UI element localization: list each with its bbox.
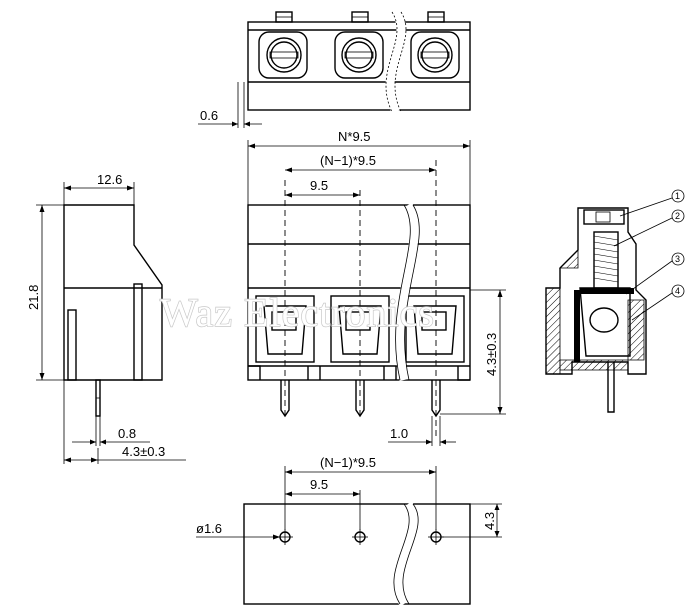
dim-pin-thickness: 1.0 xyxy=(390,426,408,441)
dim-pin-length: 4.3±0.3 xyxy=(484,333,499,376)
dim-top-offset: 0.6 xyxy=(200,108,218,123)
side-view: 12.6 21.8 0.8 4.3±0.3 xyxy=(26,172,186,464)
cross-section: 1 2 3 4 xyxy=(545,189,685,413)
svg-text:1: 1 xyxy=(675,191,680,201)
dim-hole-offset: 4.3 xyxy=(482,512,497,530)
dim-span-top: (N−1)*9.5 xyxy=(320,153,376,168)
dim-side-width: 12.6 xyxy=(97,172,122,187)
dim-pin-offset: 4.3±0.3 xyxy=(122,444,165,459)
dim-hole-diameter: ø1.6 xyxy=(196,521,222,536)
svg-text:3: 3 xyxy=(675,254,680,264)
dim-span-bottom: (N−1)*9.5 xyxy=(320,455,376,470)
svg-text:2: 2 xyxy=(675,211,680,221)
top-view: 0.6 xyxy=(198,9,471,128)
pcb-footprint-view: (N−1)*9.5 9.5 ø1.6 4.3 xyxy=(196,455,502,607)
callout-1 xyxy=(671,189,685,203)
dim-side-height: 21.8 xyxy=(26,285,41,310)
dim-pitch-bottom: 9.5 xyxy=(310,477,328,492)
front-view: N*9.5 (N−1)*9.5 9.5 4.3±0.3 1.0 xyxy=(247,129,506,446)
callout-3 xyxy=(671,252,685,266)
dim-pitch-top: 9.5 xyxy=(310,178,328,193)
watermark-text: Waz Electronics xyxy=(160,290,435,335)
dim-pin-width: 0.8 xyxy=(118,426,136,441)
callout-4 xyxy=(671,284,685,298)
screw-3 xyxy=(417,37,453,73)
dim-total-width: N*9.5 xyxy=(338,129,371,144)
screw-1 xyxy=(266,37,302,73)
callout-2 xyxy=(671,209,685,223)
screw-2 xyxy=(341,37,377,73)
svg-text:4: 4 xyxy=(675,286,680,296)
